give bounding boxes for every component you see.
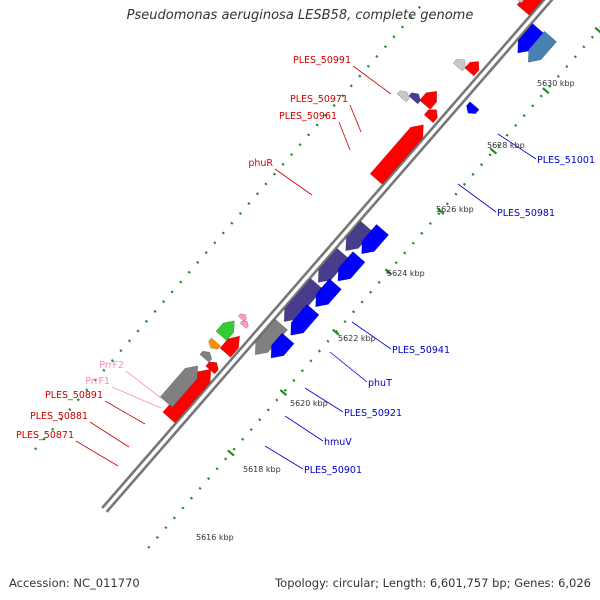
gene-PLES_50961 [419,90,438,110]
rna-PrrF1 [239,320,249,329]
leader-right [304,387,344,413]
leader-left [89,421,130,448]
scale-label: 5626 kbp [436,205,474,214]
gene-PLES_50971 [464,61,480,77]
gene-PLES_51001-a [517,23,546,54]
leader-right [284,415,324,442]
label-left: PLES_50891 [45,390,103,401]
gene-PLES_50901 [283,278,324,322]
gene-lightgray-small [396,90,410,103]
label-left: PLES_50961 [279,111,337,122]
leader-left [349,104,362,133]
scale-label: 5620 kbp [290,399,328,408]
gene-blue-3 [337,251,366,282]
gene-PLES_50981 [466,101,480,115]
accession-text: Accession: NC_011770 [9,576,140,590]
rna-PrrF2 [237,313,247,322]
label-left: PLES_50991 [293,55,351,66]
ruler-tick [489,147,498,155]
ruler-dots-lower [147,26,600,549]
gene-small-gray [199,350,213,363]
leader-right [457,183,497,213]
ruler-tick [227,449,235,457]
label-right: PLES_51001 [537,155,595,166]
gene-PLES_50921 [315,278,342,308]
leader-left [104,400,146,425]
leader-left [274,168,313,196]
leader-left [111,386,162,409]
gene-gray-lower [254,318,288,356]
leader-left [125,370,162,399]
gene-purple-small [408,92,421,105]
leader-left [75,440,119,467]
gene-PLES_50881 [205,361,219,375]
gene-50871-partner [159,365,199,408]
label-right: PLES_50941 [392,345,450,356]
gene-blue-1 [270,332,295,359]
leader-left [338,121,351,151]
leader-left [352,65,392,95]
ruler-tick [437,207,445,215]
leader-right [264,445,304,470]
scale-label: 5622 kbp [338,334,376,343]
gene-hmuV [317,247,350,283]
label-left: PLES_50971 [290,94,348,105]
ruler-tick [279,389,288,396]
label-left: PLES_50881 [30,411,88,422]
scale-label: 5630 kbp [537,79,575,88]
gene-PLES_50991 [516,0,543,16]
leader-right [329,351,368,383]
scale-label: 5618 kbp [243,465,281,474]
gene-PLES_50941 [361,223,390,255]
label-right: PLES_50981 [497,208,555,219]
genome-info-text: Topology: circular; Length: 6,601,757 bp… [275,576,591,590]
label-right: phuT [368,378,392,389]
ruler-tick [542,87,550,95]
gene-lightgray-2 [452,58,467,72]
gene-phuT [345,220,374,252]
gene-PLES_51001-b [527,30,558,63]
ruler-tick [384,268,393,276]
leader-right [497,133,537,160]
gene-PrrF-region [215,320,235,341]
ruler-tick [332,328,340,336]
ruler-dots-upper [34,0,428,451]
backbone-line-lower [105,0,554,513]
ruler-tick [594,26,600,34]
label-left: phuR [248,158,273,169]
label-left: PrrF2 [99,360,124,371]
label-right: PLES_50901 [304,465,362,476]
backbone-line-upper [101,0,546,509]
genome-title: Pseudomonas aeruginosa LESB58, complete … [126,8,474,23]
label-right: PLES_50921 [344,408,402,419]
gene-PLES_50891 [208,337,221,350]
label-right: hmuV [324,437,352,448]
scale-label: 5628 kbp [487,141,525,150]
scale-label: 5624 kbp [387,269,425,278]
gene-phuR [369,124,424,185]
scale-label: 5616 kbp [196,533,234,542]
gene-red-small [423,109,438,124]
label-left: PLES_50871 [16,430,74,441]
gene-lightgray-3 [517,0,525,4]
gene-blue-2 [290,303,320,336]
label-left: PrrF1 [85,376,110,387]
leader-right [351,321,392,350]
